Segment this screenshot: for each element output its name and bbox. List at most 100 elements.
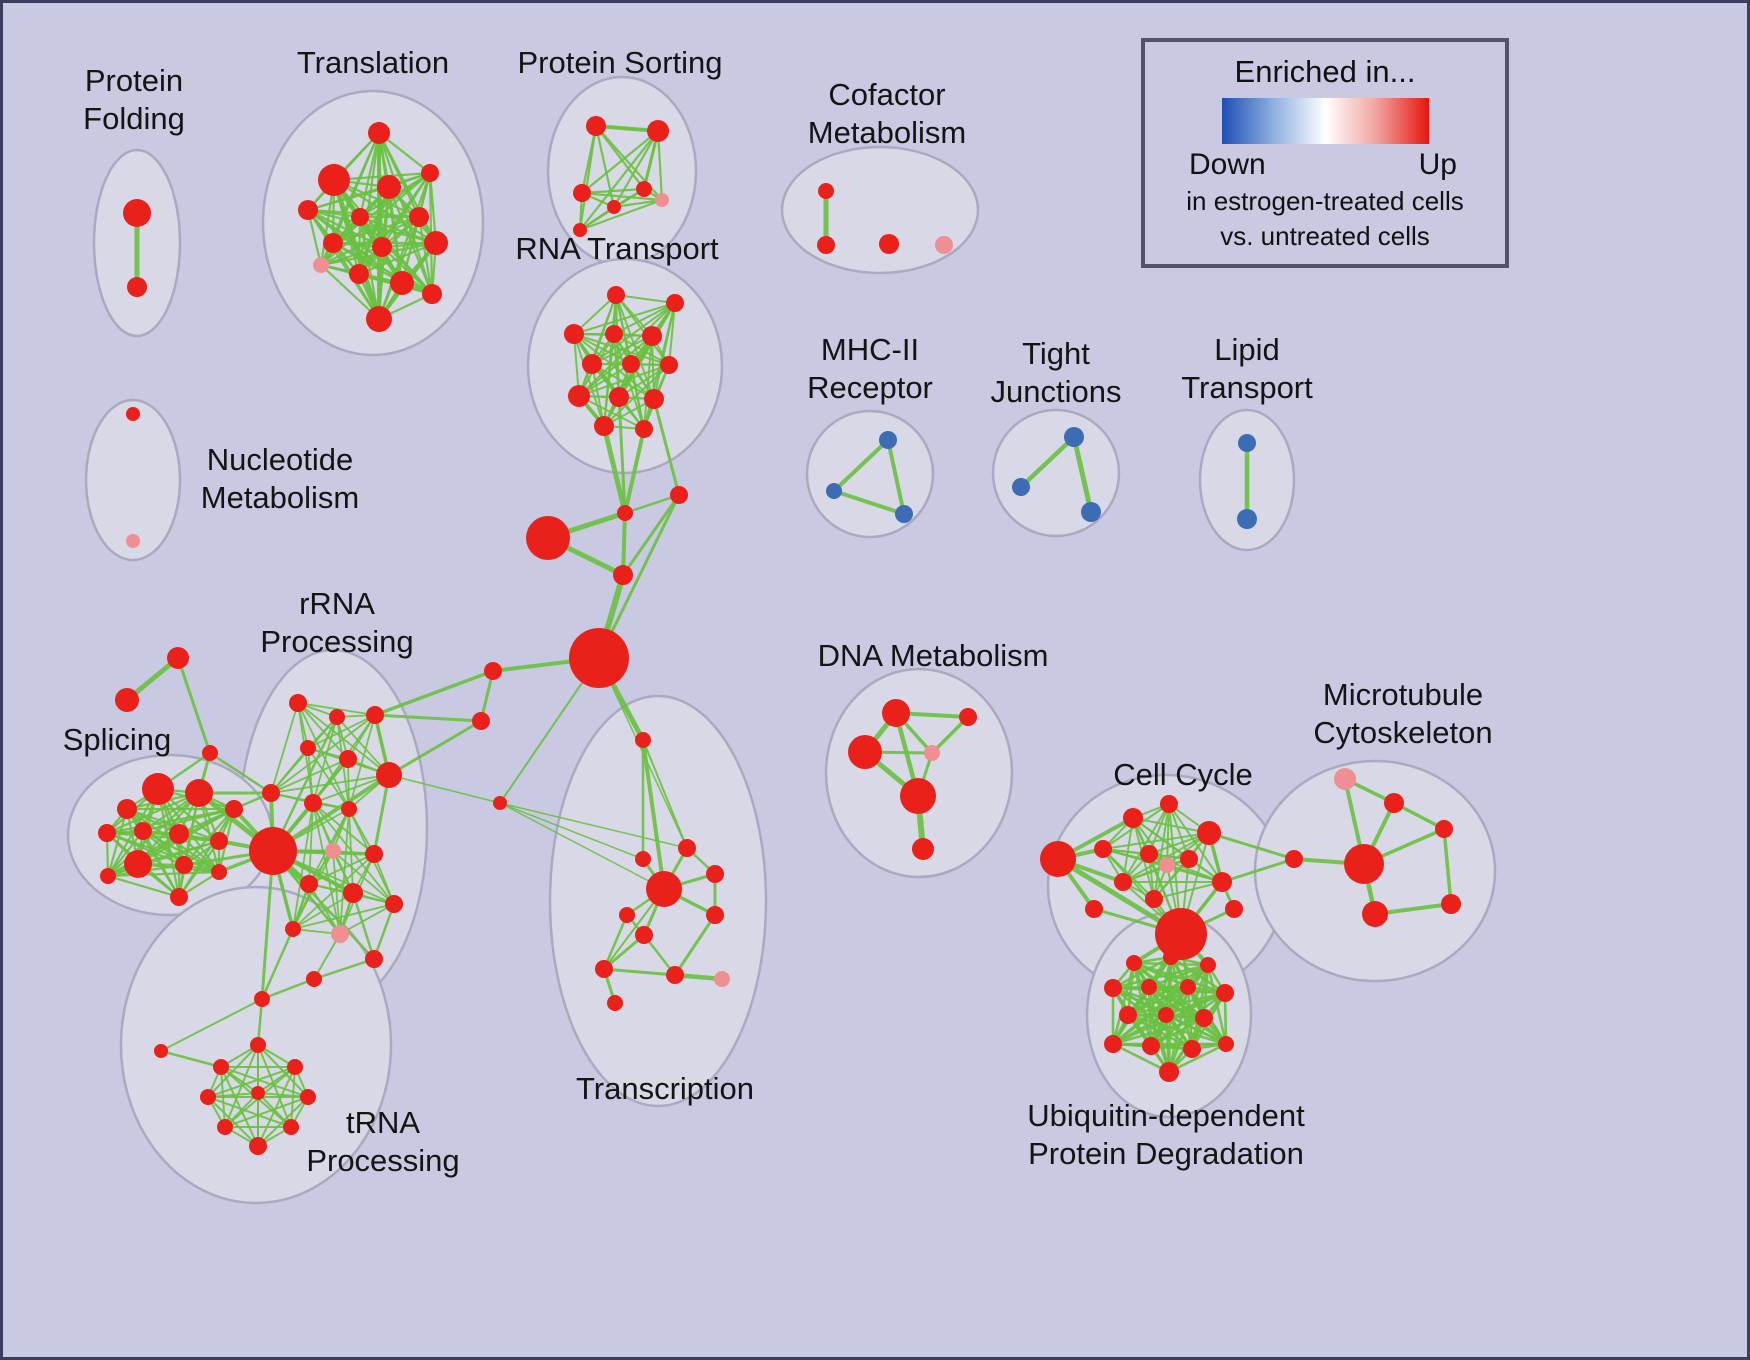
node-ub10 [1195, 1009, 1213, 1027]
edge [292, 903, 395, 930]
edge [643, 302, 676, 430]
edge [207, 1096, 259, 1147]
cluster-label-trna-processing: Processing [306, 1143, 459, 1178]
node-rt5 [642, 326, 662, 346]
node-dm5 [900, 778, 936, 814]
legend-subtitle-line2: vs. untreated cells [1220, 221, 1430, 251]
node-rr15 [331, 925, 349, 943]
node-ex6 [493, 796, 507, 810]
cluster-label-protein-folding: Folding [83, 101, 185, 136]
edge [832, 438, 890, 493]
node-cc6 [1140, 845, 1158, 863]
legend-axis-labels: Down Up [1145, 144, 1505, 182]
node-dm6 [912, 838, 934, 860]
cluster-label-dna-metabolism: DNA Metabolism [818, 638, 1049, 673]
node-rt7 [622, 355, 640, 373]
edge [260, 977, 316, 1001]
node-rr19 [254, 991, 270, 1007]
edge [312, 774, 390, 804]
edge [673, 913, 717, 977]
edge [348, 808, 354, 894]
edge [106, 870, 221, 878]
node-rt4 [605, 325, 623, 343]
cluster-label-protein-sorting: Protein Sorting [517, 45, 722, 80]
edge [380, 245, 434, 296]
edge [578, 335, 653, 397]
edge [621, 511, 627, 577]
node-sp3 [117, 799, 137, 819]
cluster-label-microtubule-cytoskeleton: Cytoskeleton [1313, 715, 1492, 750]
node-sp5 [98, 824, 116, 842]
edge [1071, 434, 1094, 515]
edge [357, 241, 438, 276]
node-cc3 [1160, 795, 1178, 813]
edge [358, 215, 434, 296]
edge [357, 131, 381, 276]
edge [578, 129, 660, 232]
node-mc3 [1285, 850, 1303, 868]
node-ub8 [1119, 1006, 1137, 1024]
node-rt6 [582, 354, 602, 374]
node-cc4 [1197, 821, 1221, 845]
node-tn7 [217, 1119, 233, 1135]
edge [1102, 832, 1210, 850]
node-rrH [249, 827, 297, 875]
node-cc7 [1180, 850, 1198, 868]
edge [106, 829, 145, 878]
node-sp9 [124, 850, 152, 878]
node-ex2 [115, 688, 139, 712]
node-sp10 [175, 856, 193, 874]
node-tj2 [1012, 478, 1030, 496]
edge [1167, 1042, 1228, 1074]
node-mh2 [826, 483, 842, 499]
node-dm2 [959, 708, 977, 726]
node-md1 [617, 505, 633, 521]
node-rr17 [365, 950, 383, 968]
node-rr8 [304, 794, 322, 812]
node-sp13 [170, 888, 188, 906]
node-tn2 [213, 1059, 229, 1075]
edge [1111, 955, 1173, 990]
node-tc6 [619, 907, 635, 923]
node-nm1 [126, 407, 140, 421]
edge [220, 1066, 259, 1147]
edge [578, 198, 664, 232]
edge [292, 853, 375, 930]
node-t7 [409, 207, 429, 227]
edge [617, 395, 627, 515]
cluster-label-rrna-processing: rRNA [299, 586, 375, 621]
edge [106, 874, 181, 899]
node-rt2 [666, 294, 684, 312]
node-tn0 [154, 1044, 168, 1058]
edge [1147, 963, 1210, 989]
node-ub9 [1158, 1007, 1174, 1023]
node-ub13 [1183, 1040, 1201, 1058]
edge [603, 333, 615, 427]
edge [832, 489, 906, 516]
node-md2 [670, 486, 688, 504]
node-t9 [372, 237, 392, 257]
edge [601, 423, 628, 516]
node-rr12 [300, 875, 318, 893]
edge [331, 241, 434, 296]
edge [1166, 803, 1170, 866]
node-ps1 [586, 116, 606, 136]
edge [105, 831, 221, 843]
node-ps7 [573, 223, 587, 237]
edge [591, 363, 605, 427]
edge [377, 131, 434, 296]
cluster-label-nucleotide-metabolism: Nucleotide [207, 442, 353, 477]
edge [580, 129, 660, 195]
node-ex5 [472, 712, 490, 730]
node-ub12 [1142, 1037, 1160, 1055]
node-rr16 [285, 921, 301, 937]
node-rr11 [365, 845, 383, 863]
node-bgB [569, 628, 629, 688]
edge [358, 131, 381, 219]
cluster-label-protein-folding: Protein [85, 63, 183, 98]
edge [580, 187, 646, 195]
edge [125, 807, 221, 843]
edge [1111, 1016, 1206, 1046]
edge [331, 177, 382, 322]
